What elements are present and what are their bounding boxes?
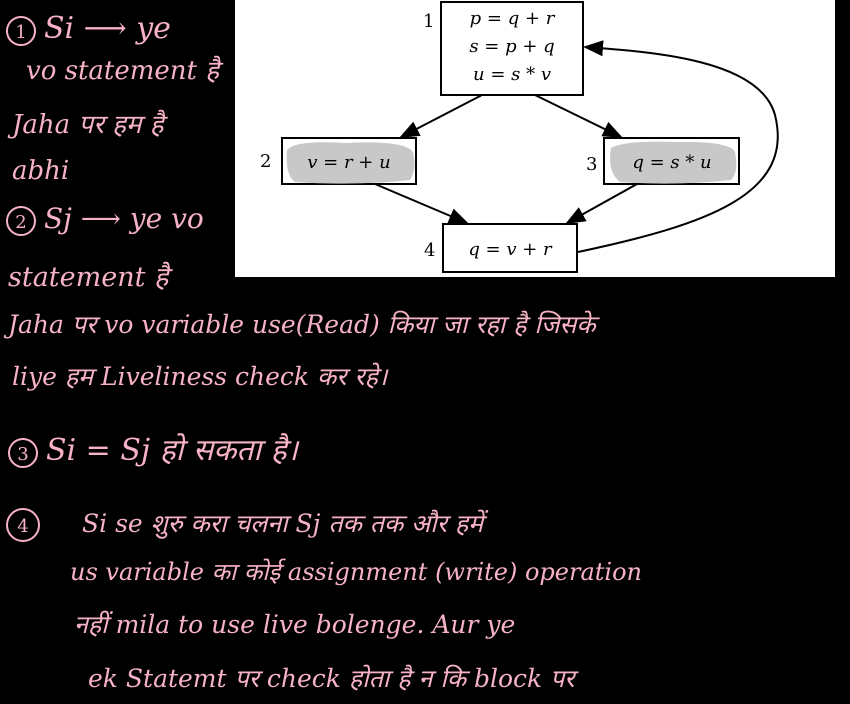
block-3-highlight bbox=[610, 141, 737, 184]
edge-1-to-3 bbox=[534, 94, 623, 138]
block-1-stmt-3: u = s * v bbox=[473, 64, 551, 85]
block-1-stmt-2: s = p + q bbox=[469, 36, 554, 57]
block-3-stmt-1: q = s * u bbox=[632, 152, 711, 173]
number-circle-3: 3 bbox=[8, 438, 38, 468]
note-4-line-2: us variable का कोई assignment (write) op… bbox=[70, 558, 642, 586]
number-circle-1: 1 bbox=[6, 16, 36, 46]
block-2-highlight bbox=[286, 142, 415, 184]
block-1-stmt-1: p = q + r bbox=[470, 8, 556, 29]
back-edge-4-to-1 bbox=[577, 40, 779, 253]
note-3-line-1: 3 Si = Sj हो सकता है। bbox=[8, 436, 298, 468]
flow-graph-diagram: 1 p = q + r s = p + q u = s * v 2 v = r … bbox=[235, 0, 835, 277]
note-1-line-1: 1 Si ⟶ ye bbox=[6, 14, 171, 46]
note-2-line-4: liye हम Liveliness check कर रहे। bbox=[12, 362, 388, 391]
note-1-text: Si ⟶ ye bbox=[44, 11, 171, 46]
block-4 bbox=[442, 223, 578, 273]
note-1-line-2: vo statement है bbox=[26, 56, 220, 86]
block-2-number: 2 bbox=[260, 151, 271, 172]
note-2-line-1: 2 Sj ⟶ ye vo bbox=[6, 205, 204, 236]
note-1-line-3: Jaha पर हम है bbox=[12, 110, 164, 140]
note-4-line-4: ek Statemt पर check होता है न कि block प… bbox=[88, 664, 575, 693]
note-1-line-4: abhi bbox=[12, 156, 70, 186]
block-4-stmt-1: q = v + r bbox=[468, 239, 553, 260]
edge-3-to-4 bbox=[565, 183, 638, 224]
note-4-line-3: नहीं mila to use live bolenge. Aur ye bbox=[74, 610, 516, 639]
block-1-number: 1 bbox=[423, 11, 434, 32]
edge-2-to-4 bbox=[374, 183, 469, 224]
note-3-text: Si = Sj हो सकता है। bbox=[46, 433, 299, 468]
block-1 bbox=[440, 1, 584, 96]
block-4-number: 4 bbox=[424, 240, 435, 261]
note-2-line-2: statement है bbox=[8, 262, 169, 293]
block-3-number: 3 bbox=[586, 154, 597, 175]
block-2-stmt-1: v = r + u bbox=[307, 152, 390, 173]
number-circle-2: 2 bbox=[6, 206, 36, 236]
note-2-line-3: Jaha पर vo variable use(Read) किया जा रह… bbox=[8, 310, 596, 339]
note-4-line-1: 4 Si se शुरु करा चलना Sj तक तक और हमें bbox=[6, 508, 483, 542]
note-2-text: Sj ⟶ ye vo bbox=[44, 202, 204, 235]
number-circle-4: 4 bbox=[6, 508, 40, 542]
note-4-text: Si se शुरु करा चलना Sj तक तक और हमें bbox=[82, 509, 484, 538]
edge-1-to-2 bbox=[399, 94, 483, 138]
